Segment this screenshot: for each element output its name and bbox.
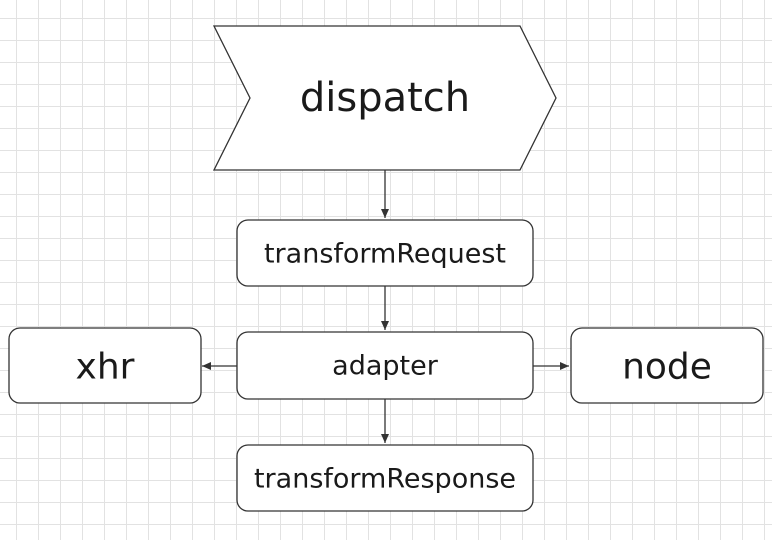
node-node[interactable]: node: [570, 327, 764, 404]
adapter-box: [236, 331, 534, 400]
transform-request-box: [236, 219, 534, 287]
dispatch-label: dispatch: [300, 75, 470, 121]
dispatch-shape: [212, 25, 557, 171]
transform-response-box: [236, 444, 534, 512]
dispatch-node[interactable]: dispatch: [212, 25, 557, 171]
xhr-box: [8, 327, 202, 404]
adapter-label: adapter: [332, 351, 439, 382]
xhr-label: xhr: [76, 347, 135, 388]
node-label: node: [622, 347, 712, 388]
transform-request-label: transformRequest: [264, 239, 506, 270]
node-box: [570, 327, 764, 404]
transform-response-node[interactable]: transformResponse: [236, 444, 534, 512]
transform-response-label: transformResponse: [254, 464, 516, 495]
transform-request-node[interactable]: transformRequest: [236, 219, 534, 287]
adapter-node[interactable]: adapter: [236, 331, 534, 400]
xhr-node[interactable]: xhr: [8, 327, 202, 404]
